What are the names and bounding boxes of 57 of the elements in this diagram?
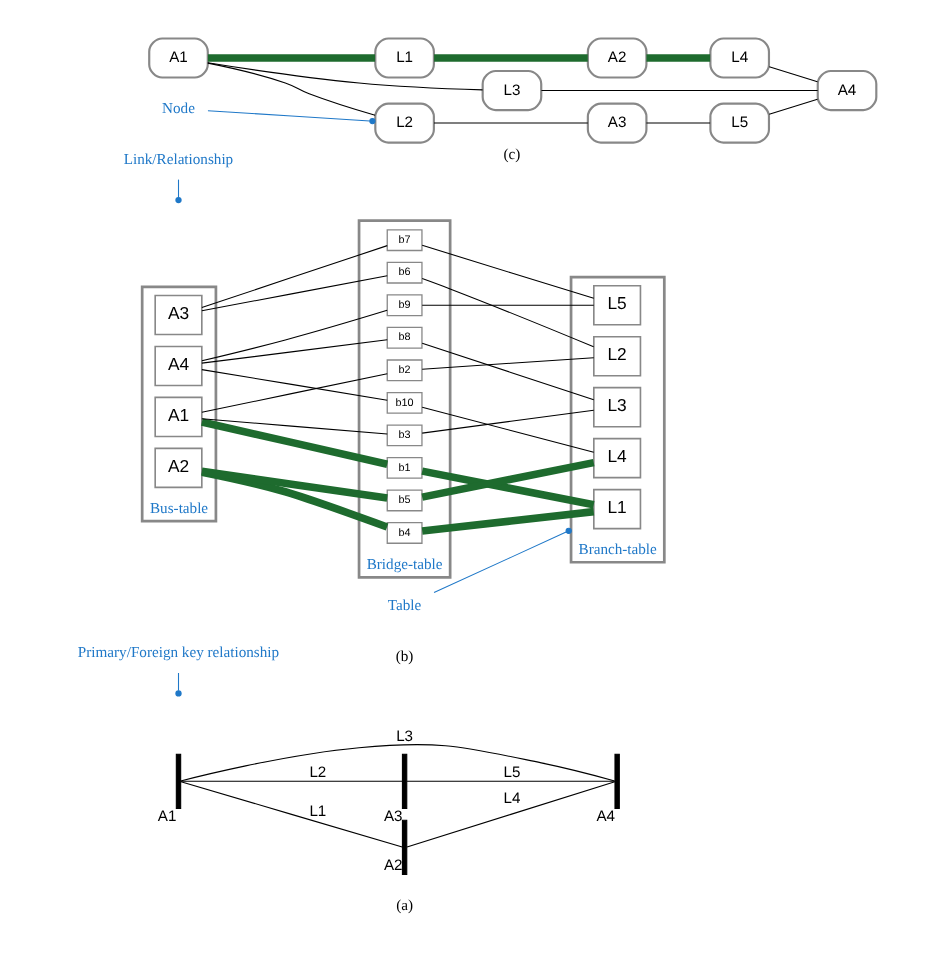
connector bbox=[421, 278, 595, 348]
node-bar bbox=[401, 753, 408, 809]
connector bbox=[201, 309, 388, 362]
connector bbox=[207, 62, 484, 91]
connector bbox=[645, 122, 711, 124]
connector bbox=[201, 369, 388, 401]
node-box: L4 bbox=[593, 437, 642, 479]
connector bbox=[421, 304, 595, 306]
connector bbox=[433, 527, 572, 594]
node-bar bbox=[401, 819, 408, 876]
connector bbox=[421, 458, 595, 501]
connector bbox=[207, 62, 376, 116]
connector bbox=[180, 781, 403, 848]
connector bbox=[421, 507, 595, 535]
connector bbox=[207, 54, 376, 62]
connector bbox=[406, 780, 616, 782]
node-text: Node bbox=[162, 98, 195, 117]
node-box: A1 bbox=[154, 396, 203, 438]
node-box: L2 bbox=[593, 335, 642, 377]
node-text: Primary/Foreign key relationship bbox=[77, 643, 280, 662]
connector bbox=[421, 244, 595, 299]
connector bbox=[768, 98, 818, 115]
connector bbox=[201, 467, 388, 502]
connector bbox=[421, 409, 595, 434]
node-box: A2 bbox=[154, 447, 203, 489]
connector bbox=[201, 373, 388, 413]
connector bbox=[646, 54, 711, 62]
connector bbox=[201, 245, 388, 309]
node-box: A4 bbox=[154, 345, 203, 387]
node-text: Link/Relationship bbox=[123, 149, 234, 168]
label: (a) bbox=[396, 896, 414, 915]
connector bbox=[540, 90, 819, 92]
label: (c) bbox=[503, 144, 521, 163]
connector bbox=[180, 780, 403, 782]
node-text: Table bbox=[387, 595, 422, 614]
label: (b) bbox=[395, 646, 414, 665]
connector bbox=[421, 467, 595, 509]
node-box: L3 bbox=[593, 386, 642, 428]
connector bbox=[421, 406, 595, 453]
node-bar bbox=[175, 753, 182, 809]
connector bbox=[207, 110, 376, 125]
connector bbox=[433, 122, 589, 124]
connector bbox=[434, 54, 588, 62]
connector bbox=[421, 357, 595, 370]
connector bbox=[201, 418, 389, 468]
connector bbox=[406, 781, 616, 848]
connector bbox=[201, 275, 388, 312]
node-bar bbox=[614, 753, 620, 809]
node-box: L5 bbox=[593, 284, 642, 326]
connector bbox=[201, 418, 388, 435]
connector bbox=[180, 744, 616, 782]
node-box: L1 bbox=[593, 488, 642, 530]
connector bbox=[201, 339, 388, 364]
node-box: A3 bbox=[154, 294, 203, 336]
connector bbox=[768, 66, 818, 83]
connector bbox=[421, 342, 595, 401]
connector bbox=[201, 468, 389, 531]
